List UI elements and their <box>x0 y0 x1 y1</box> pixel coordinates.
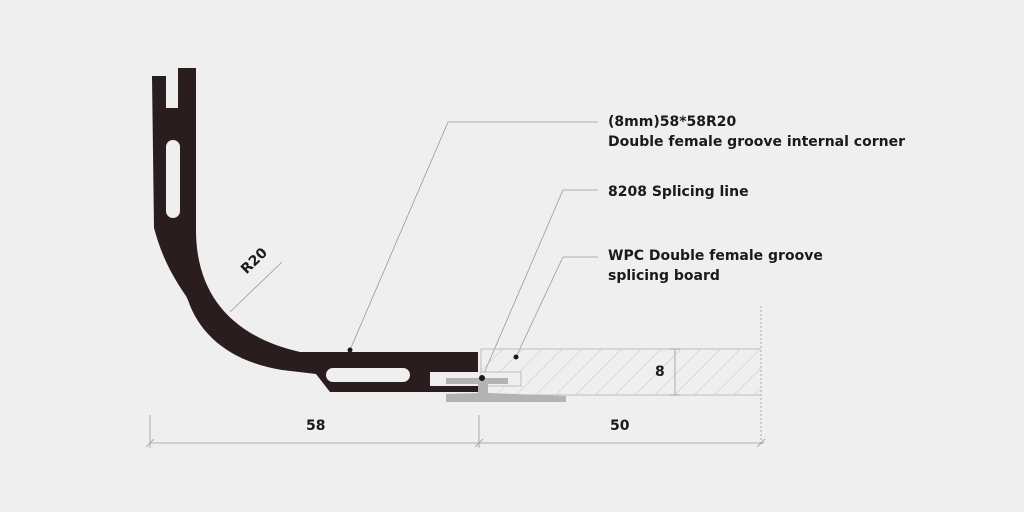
corner-label: (8mm)58*58R20 Double female groove inter… <box>608 112 905 152</box>
width-left-label: 58 <box>306 418 326 434</box>
width-dimension-line <box>145 415 766 448</box>
corner-profile <box>152 68 478 392</box>
horizontal-slot <box>326 368 410 382</box>
corner-label-line1: (8mm)58*58R20 <box>608 114 737 130</box>
wpc-board <box>480 306 762 445</box>
callout-dot-corner <box>347 347 353 353</box>
leader-board <box>515 256 598 358</box>
board-label: WPC Double female groove splicing board <box>608 246 823 286</box>
leader-lines <box>349 121 598 379</box>
thickness-dimension <box>670 348 680 396</box>
splicing-line-label: 8208 Splicing line <box>608 184 749 200</box>
splicing-clip <box>446 378 566 402</box>
radius-line <box>229 261 283 313</box>
corner-label-line2: Double female groove internal corner <box>608 134 905 150</box>
vertical-slot <box>166 140 180 218</box>
leader-splicing-line <box>481 189 598 379</box>
width-right-label: 50 <box>610 418 630 434</box>
board-label-line2: splicing board <box>608 268 720 284</box>
leader-corner <box>349 121 598 351</box>
thickness-label: 8 <box>655 364 665 380</box>
callout-dot-board <box>513 354 519 360</box>
board-label-line1: WPC Double female groove <box>608 248 823 264</box>
callout-dot-splicing <box>479 375 485 381</box>
